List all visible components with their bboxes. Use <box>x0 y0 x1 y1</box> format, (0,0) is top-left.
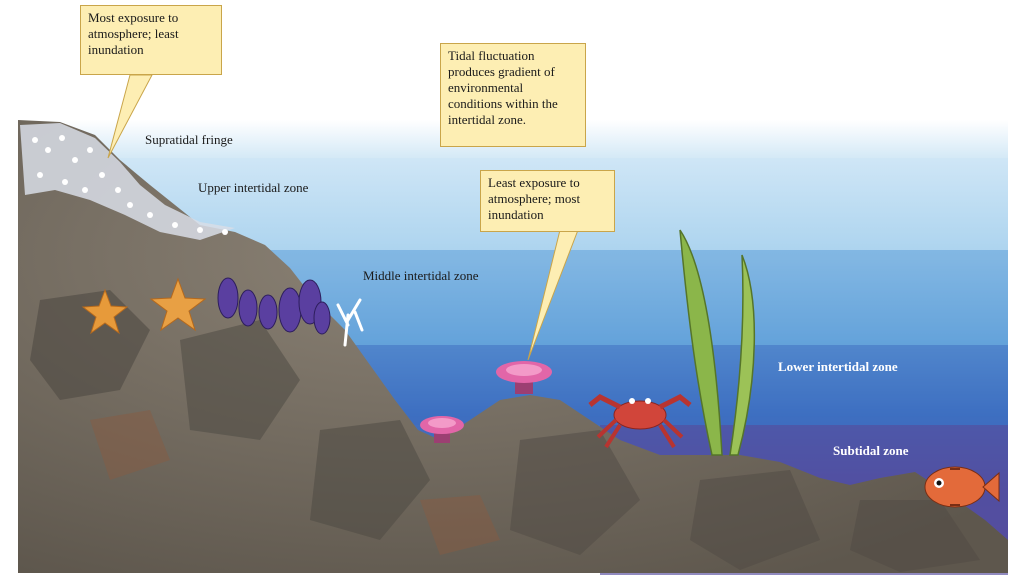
rocky-shore <box>18 120 1008 573</box>
rock-shadow-6 <box>850 500 980 572</box>
most-exposure-callout: Most exposure to atmosphere; least inund… <box>80 5 222 75</box>
sea-anemone-1 <box>420 416 464 443</box>
tidal-fluctuation-callout: Tidal fluctuation produces gradient of e… <box>440 43 586 147</box>
subtidal-label: Subtidal zone <box>833 443 909 458</box>
kelp <box>679 229 756 456</box>
rock-rust-1 <box>90 410 170 480</box>
fish <box>924 466 1000 508</box>
least-exposure-callout: Least exposure to atmosphere; most inund… <box>480 170 615 232</box>
barnacle-crest <box>20 123 235 240</box>
least-exposure-text: Least exposure to atmosphere; most inund… <box>488 175 581 222</box>
white-coral <box>336 298 364 347</box>
mussel-cluster <box>217 277 331 335</box>
most-exposure-pointer <box>107 74 153 159</box>
rock-shadow-5 <box>690 470 820 570</box>
tidal-fluctuation-text: Tidal fluctuation produces gradient of e… <box>448 48 558 127</box>
supratidal-fringe-label: Supratidal fringe <box>145 132 233 147</box>
sea-star-1 <box>81 288 129 335</box>
rock-shadow-3 <box>310 420 430 540</box>
rock-shadow-1 <box>30 290 150 400</box>
sea-star-2 <box>149 277 207 332</box>
rock-shadow-2 <box>180 320 300 440</box>
upper-intertidal-label: Upper intertidal zone <box>198 180 309 195</box>
rock-shadow-4 <box>510 430 640 555</box>
barnacle-dots <box>32 135 228 235</box>
crab <box>588 394 692 449</box>
sea-anemone-2 <box>496 361 552 394</box>
middle-water-band <box>250 250 1008 345</box>
middle-intertidal-label: Middle intertidal zone <box>363 268 479 283</box>
most-exposure-text: Most exposure to atmosphere; least inund… <box>88 10 179 57</box>
lower-intertidal-label: Lower intertidal zone <box>778 359 898 374</box>
rock-rust-2 <box>420 495 500 555</box>
